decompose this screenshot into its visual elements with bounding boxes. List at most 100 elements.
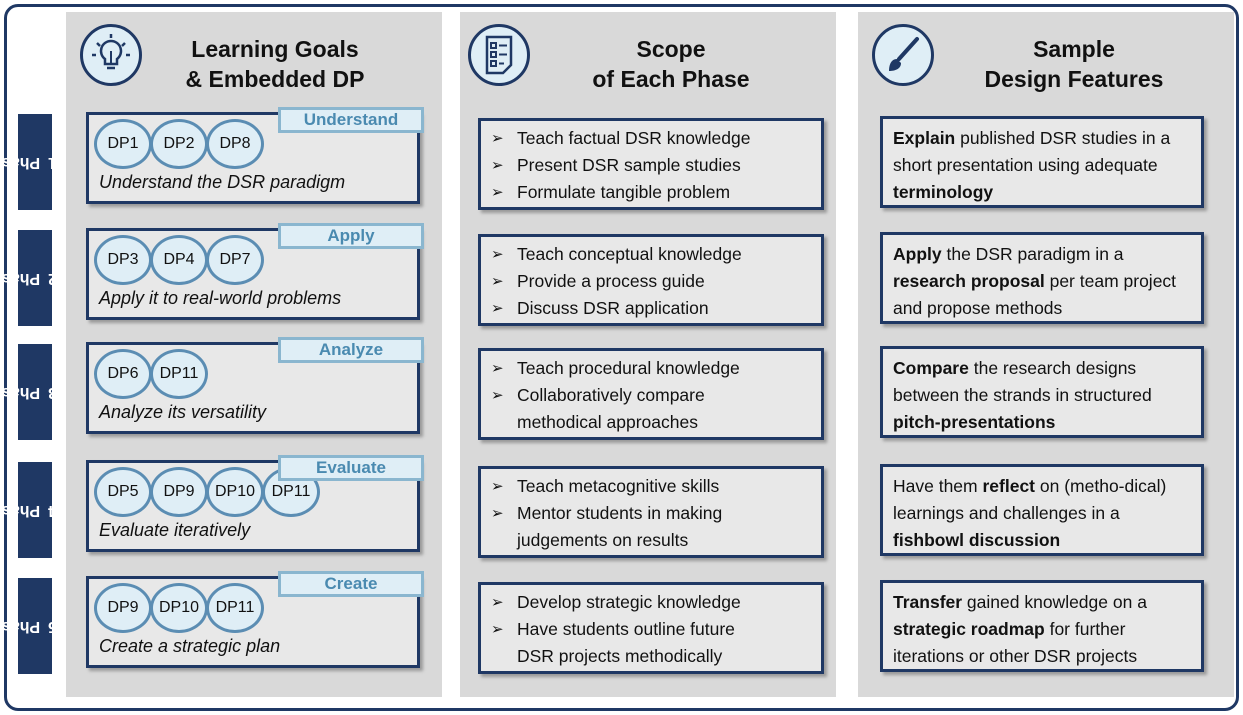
feature-text-segment: terminology [893, 182, 994, 202]
arrow-bullet-icon: ➢ [491, 621, 504, 638]
phase-tab-2: Phase2 [0, 230, 57, 326]
scope-box: ➢Teach conceptual knowledge➢Provide a pr… [478, 234, 824, 326]
learning-goal-caption: Create a strategic plan [99, 636, 281, 656]
arrow-bullet-icon: ➢ [491, 130, 504, 147]
feature-text-segment: pitch-presentations [893, 412, 1056, 432]
arrow-bullet-icon: ➢ [491, 505, 504, 522]
bloom-level-label: Apply [278, 223, 424, 249]
bloom-level-label: Evaluate [278, 455, 424, 481]
feature-text-segment: Apply [893, 244, 942, 264]
arrow-bullet-icon: ➢ [491, 184, 504, 201]
scope-item: DSR projects methodically [517, 646, 723, 666]
bloom-level-label: Create [278, 571, 424, 597]
design-feature-box: Explain published DSR studies in a short… [880, 116, 1204, 208]
phase-number: 4 [48, 502, 58, 519]
bloom-level-label: Analyze [278, 337, 424, 363]
design-principle-badge: DP9 [150, 467, 208, 517]
bloom-level-label: Understand [278, 107, 424, 133]
design-principle-badge: DP10 [206, 467, 264, 517]
design-principle-badge: DP7 [206, 235, 264, 285]
design-principle-badge: DP3 [94, 235, 152, 285]
scope-box: ➢Teach procedural knowledge➢Collaborativ… [478, 348, 824, 440]
scope-item: ➢Teach conceptual knowledge [487, 241, 815, 268]
arrow-bullet-icon: ➢ [491, 300, 504, 317]
arrow-bullet-icon: ➢ [491, 157, 504, 174]
scope-box: ➢Teach metacognitive skills➢Mentor stude… [478, 466, 824, 558]
feature-text-segment: gained knowledge on a [962, 592, 1147, 612]
feature-text-segment: research proposal [893, 271, 1045, 291]
design-feature-box: Apply the DSR paradigm in a research pro… [880, 232, 1204, 324]
feature-text-segment: Compare [893, 358, 969, 378]
feature-text-segment: per team project and propose methods [893, 271, 1177, 318]
arrow-bullet-icon: ➢ [491, 246, 504, 263]
phase-tab-5: Phase5 [0, 578, 57, 674]
learning-goal-caption: Analyze its versatility [99, 402, 267, 422]
phase-number: 5 [48, 618, 58, 635]
design-feature-box: Compare the research designs between the… [880, 346, 1204, 438]
learning-goal-caption: Understand the DSR paradigm [99, 172, 346, 192]
design-principle-badge: DP2 [150, 119, 208, 169]
arrow-bullet-icon: ➢ [491, 478, 504, 495]
feature-text-segment: the DSR paradigm in a [941, 244, 1124, 264]
column-title-scope: Scope of Each Phase [592, 36, 750, 92]
feature-text-segment: for further iterations or other DSR proj… [893, 619, 1138, 666]
arrow-bullet-icon: ➢ [491, 387, 504, 404]
phase-tab-4: Phase4 [0, 462, 57, 558]
scope-item: ➢Teach factual DSR knowledge [487, 125, 815, 152]
scope-item: ➢Discuss DSR application [487, 295, 815, 322]
design-principle-badge: DP11 [150, 349, 208, 399]
paintbrush-icon [872, 24, 934, 86]
design-principle-badge: DP8 [206, 119, 264, 169]
scope-item: ➢Collaboratively compare [487, 382, 815, 409]
design-principle-badge: DP1 [94, 119, 152, 169]
phase-number: 3 [48, 384, 58, 401]
scope-item: ➢Have students outline future [487, 616, 815, 643]
arrow-bullet-icon: ➢ [491, 360, 504, 377]
feature-text-segment: strategic roadmap [893, 619, 1045, 639]
phase-tab-1: Phase1 [0, 114, 57, 210]
scope-item: ➢Provide a process guide [487, 268, 815, 295]
scope-item: ➢Formulate tangible problem [487, 179, 815, 206]
scope-item: ➢Teach procedural knowledge [487, 355, 815, 382]
column-title-learning-goals: Learning Goals & Embedded DP [185, 36, 365, 92]
design-principle-badge: DP9 [94, 583, 152, 633]
feature-text-segment: Transfer [893, 592, 963, 612]
scope-item: methodical approaches [517, 412, 698, 432]
feature-text-segment: published DSR studies in a short present… [893, 128, 1171, 175]
feature-text-segment: Have them [893, 476, 983, 496]
scope-item: ➢Develop strategic knowledge [487, 589, 815, 616]
feature-text-segment: the research designs between the strands… [893, 358, 1152, 405]
arrow-bullet-icon: ➢ [491, 594, 504, 611]
design-feature-box: Transfer gained knowledge on a strategic… [880, 580, 1204, 672]
feature-text-segment: fishbowl discussion [893, 530, 1061, 550]
feature-text-segment: Explain [893, 128, 956, 148]
arrow-bullet-icon: ➢ [491, 273, 504, 290]
design-principle-badge: DP5 [94, 467, 152, 517]
learning-goal-caption: Evaluate iteratively [99, 520, 251, 540]
design-feature-box: Have them reflect on (metho-dical) learn… [880, 464, 1204, 556]
design-principle-badge: DP10 [150, 583, 208, 633]
learning-goal-caption: Apply it to real-world problems [99, 288, 342, 308]
scope-item: ➢Mentor students in making [487, 500, 815, 527]
feature-text-segment: reflect [982, 476, 1036, 496]
feature-text-segment: on (metho-dical) learnings and challenge… [893, 476, 1167, 523]
design-principle-badge: DP4 [150, 235, 208, 285]
design-principle-badge: DP6 [94, 349, 152, 399]
scope-box: ➢Teach factual DSR knowledge➢Present DSR… [478, 118, 824, 210]
column-title-design-features: Sample Design Features [984, 36, 1164, 92]
phase-number: 2 [48, 270, 58, 287]
checklist-icon [468, 24, 530, 86]
phase-tab-3: Phase3 [0, 344, 57, 440]
scope-item: judgements on results [517, 530, 689, 550]
phase-number: 1 [48, 154, 58, 171]
lightbulb-icon [80, 24, 142, 86]
scope-item: ➢Present DSR sample studies [487, 152, 815, 179]
